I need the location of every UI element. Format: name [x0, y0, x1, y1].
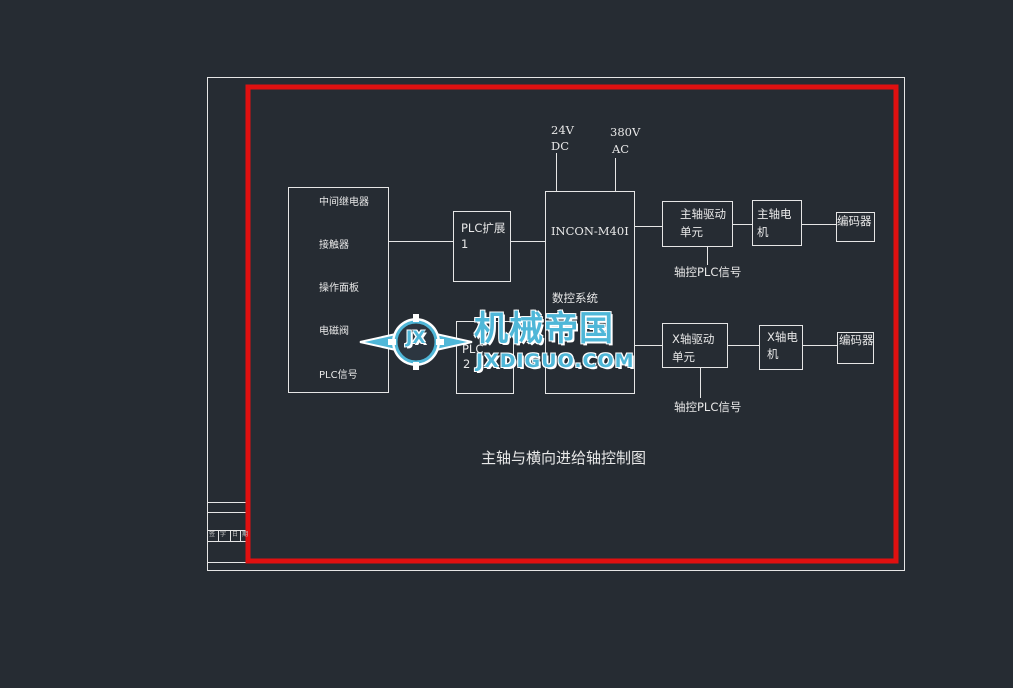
cnc-name-label: 数控系统 — [552, 291, 598, 305]
spindle-drive-block — [662, 201, 733, 247]
encoder-top-block — [836, 212, 875, 242]
watermark-emblem-icon — [359, 314, 473, 370]
x-drive-label: X轴驱动 — [672, 332, 715, 346]
left-item-panel: 操作面板 — [319, 283, 359, 294]
plc-signal-bottom-label: 轴控PLC信号 — [674, 400, 742, 414]
watermark: JX 机械帝国 JXDIGUO.COM — [356, 308, 656, 378]
watermark-en-text: JXDIGUO.COM — [476, 350, 635, 372]
title-block-cell-1: 签 — [209, 531, 216, 538]
spindle-motor-unit: 机 — [757, 225, 769, 239]
encoder-bottom-block — [837, 332, 874, 364]
title-block-cell-4: 期 — [242, 531, 249, 538]
plc-signal-top-label: 轴控PLC信号 — [674, 265, 742, 279]
x-drive-unit: 单元 — [672, 350, 695, 364]
dc-voltage-label: 24V — [551, 123, 574, 137]
spindle-motor-label: 主轴电 — [757, 207, 792, 221]
drawing-frame — [207, 77, 905, 571]
spindle-drive-label: 主轴驱动 — [680, 207, 726, 221]
plc-ext1-number: 1 — [461, 237, 469, 251]
dc-unit-label: DC — [551, 139, 570, 153]
left-item-contactor: 接触器 — [319, 240, 349, 251]
ac-unit-label: AC — [612, 142, 630, 156]
highlight-rectangle — [245, 84, 899, 564]
plc-ext2-number: 2 — [463, 357, 471, 371]
plc-ext1-label: PLC扩展 — [461, 221, 506, 235]
x-motor-unit: 机 — [767, 347, 779, 361]
watermark-emblem-text: JX — [406, 328, 426, 348]
plc-ext2-block — [456, 321, 514, 394]
left-signal-block — [288, 187, 389, 393]
diagram-title: 主轴与横向进给轴控制图 — [481, 449, 647, 467]
x-motor-label: X轴电 — [767, 330, 798, 344]
title-block-cell-3: 日 — [232, 531, 239, 538]
title-block-cell-2: 字 — [220, 531, 227, 538]
plc-ext2-label: PLC — [462, 342, 484, 356]
left-item-plc-signal: PLC信号 — [319, 370, 358, 381]
plc-ext1-block — [453, 211, 511, 282]
title-block-lines — [207, 502, 248, 563]
encoder-top-label: 编码器 — [837, 214, 872, 228]
left-item-relay: 中间继电器 — [319, 197, 369, 208]
spindle-motor-block — [752, 200, 802, 246]
x-motor-block — [759, 325, 803, 370]
watermark-cn-text: 机械帝国 — [474, 309, 614, 349]
cnc-block — [545, 191, 635, 394]
x-drive-block — [662, 323, 728, 368]
spindle-drive-unit: 单元 — [680, 225, 703, 239]
encoder-bottom-label: 编码器 — [839, 333, 874, 347]
cnc-model-label: INCON-M40I — [551, 224, 629, 238]
ac-voltage-label: 380V — [610, 125, 641, 139]
left-item-valve: 电磁阀 — [319, 326, 349, 337]
